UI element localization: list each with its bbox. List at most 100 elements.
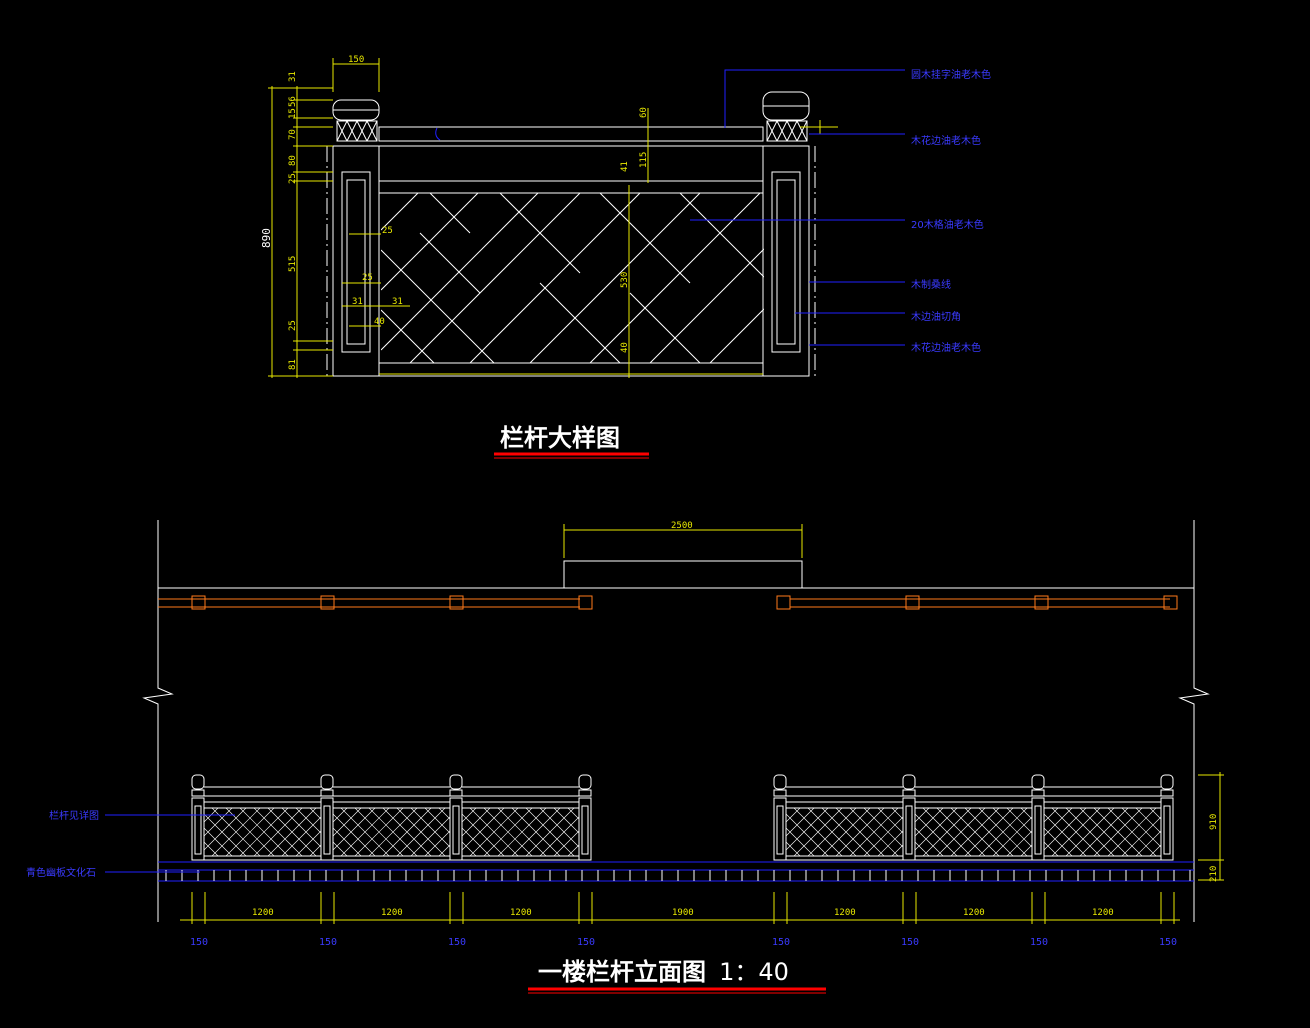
detail-title: 栏杆大样图 [500,424,620,452]
elevation-scale: 1：40 [719,958,789,986]
dim-vertical-text: 80 [288,155,298,166]
dim-railing-height: 910 [1209,814,1219,830]
post-cap [1031,774,1045,790]
dim-vertical-text: 15 [288,108,298,119]
note-railing-detail: 栏杆见详图 [49,809,99,822]
post-collar [1160,789,1174,797]
lattice-hatch [461,807,580,857]
elevation-leaders [105,814,235,873]
post-collar [1031,789,1045,797]
dim-vertical-text: 31 [288,71,298,82]
dim-small-text: 25 [382,226,393,236]
post-collar [773,789,787,797]
dim-inner-text: 41 [620,161,630,172]
post-cap [1160,774,1174,790]
note-text: 圆木挂字油老木色 [911,68,991,81]
bottom-dim-text: 1900 [672,908,694,918]
floor-stone-joints [165,870,1191,881]
dim-vertical-text: 70 [288,129,298,140]
post-shaft [1160,797,1174,861]
dim-base-height: 210 [1209,866,1219,882]
dim-small-text: 31 [392,297,403,307]
detail-dimensions [268,58,838,378]
detail-notes: 圆木挂字油老木色 木花边油老木色 20木格油老木色 木制桑线 木边油切角 木花边… [911,68,991,354]
dim-vertical-text: 515 [288,256,298,272]
note-text: 木边油切角 [911,310,961,323]
lattice-hatch [1043,807,1162,857]
post-panel [776,805,784,855]
dim-small-group: 25 25 31 31 40 [352,226,403,327]
right-post [762,91,816,377]
post-dim-text: 150 [577,937,595,948]
panel-bottom-rail [914,855,1033,861]
post-panel [323,805,331,855]
note-text: 木花边油老木色 [911,341,981,354]
post-dim-text: 150 [319,937,337,948]
panel-bottom-rail [332,855,451,861]
post-dim-text: 150 [1159,937,1177,948]
dim-inner-text: 60 [639,107,649,118]
dim-vertical-text: 81 [288,359,298,370]
post-panel [905,805,913,855]
note-text: 木花边油老木色 [911,134,981,147]
dim-small-text: 31 [352,297,363,307]
lattice-hatch [914,807,1033,857]
post-shaft [1031,797,1045,861]
dim-post-width: 150 [348,55,364,65]
post-cap [578,774,592,790]
lattice-hatch [785,807,904,857]
panel-top-rail [1043,801,1162,809]
note-text: 木制桑线 [911,278,951,291]
bottom-dim-text: 1200 [381,908,403,918]
post-collar [578,789,592,797]
panel-top-rail [785,801,904,809]
post-panel [452,805,460,855]
post-cap [773,774,787,790]
panel-frame [378,180,764,377]
post-dim-text: 150 [448,937,466,948]
bottom-dim-text: 1200 [1092,908,1114,918]
elevation-dimensions [180,524,1224,921]
dim-small-text: 25 [362,273,373,283]
post-cap [320,774,334,790]
railing-elevation: 2500 1200 1200 1200 1900 1200 1200 1200 … [26,520,1224,994]
detail-leaders [435,69,905,346]
elevation-title: 一楼栏杆立面图 1：40 [538,958,789,986]
post-cap [902,774,916,790]
lattice-pattern [381,193,764,363]
post-dim-text: 150 [1030,937,1048,948]
dim-vertical-text: 56 [288,96,298,107]
post-collar [449,789,463,797]
panel-top-rail [332,801,451,809]
beam-line-right [776,595,1178,610]
panel-bottom-rail [203,855,322,861]
post-dim-text: 150 [190,937,208,948]
bottom-dim-text: 1200 [963,908,985,918]
top-rail [378,126,764,147]
post-collar [902,789,916,797]
bottom-dim-text: 1200 [510,908,532,918]
dim-inner-text: 115 [639,152,649,168]
post-collar [191,789,205,797]
post-collar [320,789,334,797]
bottom-dim-text: 1200 [252,908,274,918]
dim-inner-text: 530 [620,272,630,288]
post-dim-text: 150 [772,937,790,948]
panel-top-rail [461,801,580,809]
post-panel [194,805,202,855]
post-cap [191,774,205,790]
dim-small-text: 40 [374,317,385,327]
elevation-title-text: 一楼栏杆立面图 [538,958,706,986]
panel-bottom-rail [785,855,904,861]
post-shaft [578,797,592,861]
panel-bottom-rail [1043,855,1162,861]
dim-inner-group: 60 115 41 530 40 [620,107,649,353]
panel-bottom-rail [461,855,580,861]
dim-total-height: 890 [260,228,273,248]
panel-top-rail [914,801,1033,809]
post-dim-text: 150 [901,937,919,948]
post-shaft [773,797,787,861]
post-shaft [320,797,334,861]
post-shaft [191,797,205,861]
